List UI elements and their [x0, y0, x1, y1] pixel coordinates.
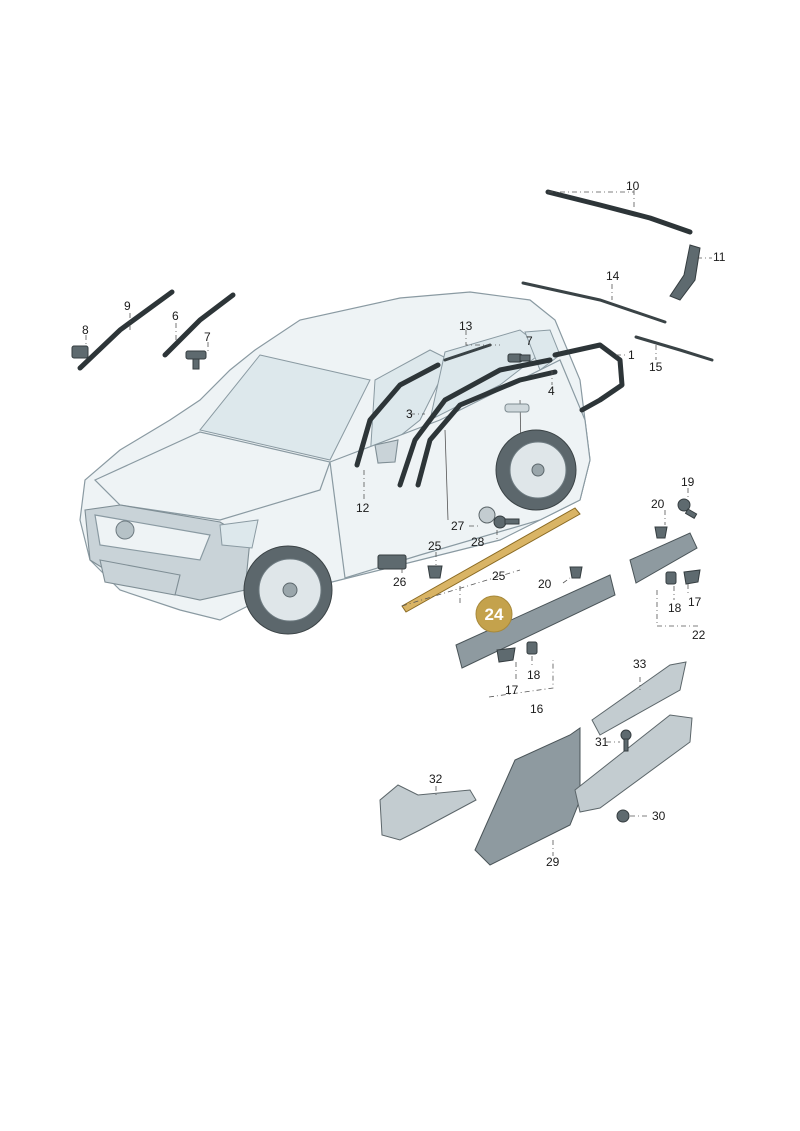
label-33: 33: [633, 657, 647, 671]
label-1: 1: [628, 348, 635, 362]
label-12: 12: [356, 501, 370, 515]
label-15: 15: [649, 360, 663, 374]
part-16-rocker-panel[interactable]: [455, 574, 616, 669]
part-17-clip-rear[interactable]: [683, 569, 701, 585]
highlight-badge-24[interactable]: 24: [475, 595, 513, 633]
label-17-front: 17: [505, 683, 519, 697]
label-20: 20: [538, 577, 552, 591]
label-6: 6: [172, 309, 179, 323]
label-29: 29: [546, 855, 560, 869]
label-31: 31: [595, 735, 609, 749]
label-4: 4: [548, 384, 555, 398]
label-18-rear: 18: [668, 601, 682, 615]
label-30: 30: [652, 809, 666, 823]
part-18-clip-rear[interactable]: [665, 571, 677, 585]
part-30-nut[interactable]: [616, 809, 630, 823]
door-window-trims: [354, 342, 625, 488]
badge-label-24: 24: [485, 605, 504, 624]
label-20-rear: 20: [651, 497, 665, 511]
part-18-clip-front[interactable]: [526, 641, 538, 655]
part-24-sill-molding[interactable]: [401, 507, 581, 613]
part-32-rear-sill-plate[interactable]: [379, 784, 477, 841]
label-14: 14: [606, 269, 620, 283]
vehicle-body: [79, 291, 591, 635]
leader-lines: [85, 190, 712, 856]
label-7-door: 7: [526, 334, 533, 348]
label-27: 27: [451, 519, 465, 533]
label-10: 10: [626, 179, 640, 193]
label-25: 25: [492, 569, 506, 583]
label-26: 26: [393, 575, 407, 589]
part-11-end-cap[interactable]: [669, 244, 701, 301]
part-31-screw[interactable]: [620, 729, 632, 752]
part-22-rear-rocker-panel[interactable]: [629, 532, 698, 584]
part-8-clip[interactable]: [71, 345, 89, 359]
label-3: 3: [406, 407, 413, 421]
part-33-sill-plate[interactable]: [591, 661, 687, 736]
label-9: 9: [124, 299, 131, 313]
label-13: 13: [459, 319, 473, 333]
part-25-clip[interactable]: [427, 565, 443, 579]
part-9-pillar-strip[interactable]: [77, 289, 175, 371]
part-10-roof-molding[interactable]: [545, 189, 693, 235]
part-26-bracket[interactable]: [377, 554, 407, 570]
part-20-clip-rear[interactable]: [654, 526, 668, 539]
label-7: 7: [204, 330, 211, 344]
part-19-screw[interactable]: [677, 498, 698, 520]
part-14-roof-strip[interactable]: [521, 281, 667, 324]
part-15-strip[interactable]: [634, 335, 714, 362]
label-17-rear: 17: [688, 595, 702, 609]
part-20-clip[interactable]: [569, 566, 583, 579]
part-13-bracket[interactable]: [507, 353, 531, 363]
label-28: 28: [471, 535, 485, 549]
part-29-sill-cover[interactable]: [474, 727, 581, 866]
label-18-front: 18: [527, 668, 541, 682]
label-22: 22: [692, 628, 706, 642]
label-32: 32: [429, 772, 443, 786]
part-28-screw[interactable]: [493, 515, 520, 529]
part-27-cap[interactable]: [478, 506, 496, 524]
label-11: 11: [713, 250, 726, 264]
part-29-tray[interactable]: [574, 714, 693, 813]
part-17-clip-front[interactable]: [496, 647, 516, 663]
part-labels: 10 11 14 1 15 4 13 7 3 12 9 6 7 8 27 28 …: [82, 179, 726, 869]
label-19: 19: [681, 475, 695, 489]
label-16: 16: [530, 702, 544, 716]
label-8: 8: [82, 323, 89, 337]
part-6-strip[interactable]: [162, 292, 236, 358]
part-7-clip[interactable]: [185, 350, 207, 370]
label-25-clip: 25: [428, 539, 442, 553]
